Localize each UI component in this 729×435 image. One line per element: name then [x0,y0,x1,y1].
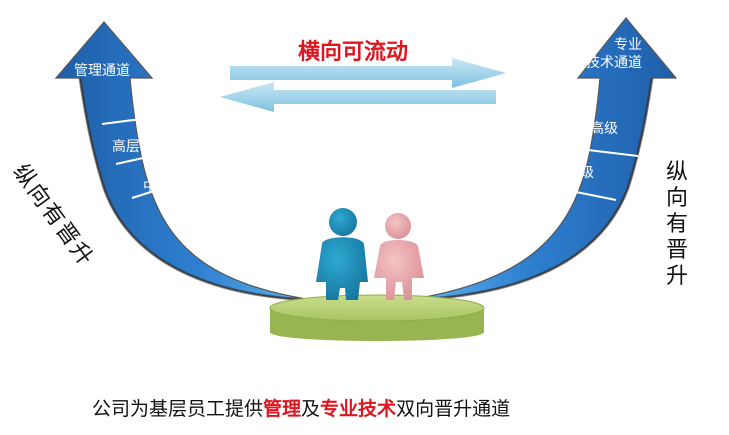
right-level-divider [587,149,639,157]
technical-channel-label-line2: 技术通道 [586,55,642,71]
caption: 公司为基层员工提供管理及专业技术双向晋升通道 [92,394,510,421]
diagram-title: 横向可流动 [298,40,409,65]
left-flow-arrow [220,82,496,112]
technical-channel-arrow [407,17,678,302]
left-level-divider [101,117,150,125]
platform [269,294,485,341]
right-vertical-promotion-text: 纵向有晋升 [666,160,691,289]
technical-channel-label-line1: 专业 [614,37,642,53]
right-flow-arrow [230,58,506,88]
horizontal-flow-arrows [220,58,506,112]
caption-part-1: 公司为基层员工提供 [92,398,264,420]
caption-highlight-management: 管理 [263,398,302,420]
caption-part-2: 及 [301,398,321,420]
right-level-divider [565,189,617,201]
level-label-junior: 基层 [168,215,196,231]
management-channel-label: 管理通道 [74,63,130,79]
level-label-entry: 初级 [532,209,560,225]
female-figure-icon [374,213,424,300]
level-label-advanced: 高级 [590,121,618,137]
male-figure-icon [316,208,368,300]
caption-part-3: 双向晋升通道 [396,398,511,420]
level-label-senior: 高层 [112,139,140,155]
level-label-intermediate: 中级 [566,165,594,181]
left-level-divider [131,183,177,199]
level-label-middle: 中层 [143,179,171,195]
management-channel-arrow [54,21,313,302]
caption-highlight-technical: 专业技术 [320,398,397,420]
left-level-divider [115,153,162,165]
